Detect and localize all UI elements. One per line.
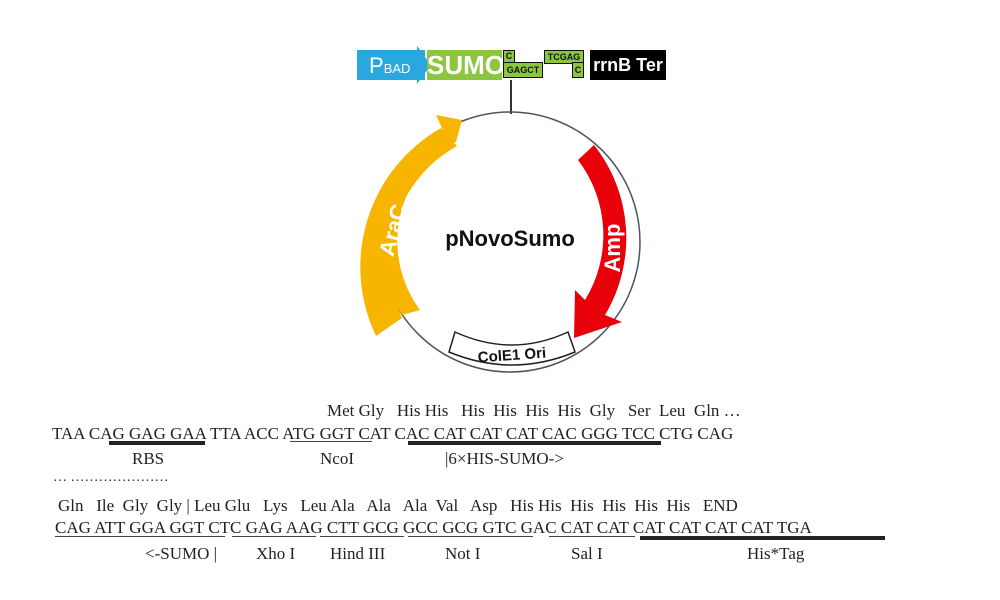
rbs-label: RBS [132,449,165,468]
ncoi-underline [290,441,372,443]
promoter-label: PBAD [369,53,411,78]
cole1-ori-box [448,330,576,366]
noti-label: Not I [445,544,481,563]
site-left-bottom: GAGCT [503,62,543,78]
xhoi-label: Xho I [256,544,296,563]
his-sumo-label: |6×HIS-SUMO-> [445,449,564,468]
amp-arrow-icon [574,145,627,338]
his-sumo-underline [408,441,661,445]
sali-underline [549,536,635,538]
hindiii-label: Hind III [330,544,386,563]
site-right-bottom: C [572,62,584,78]
ncoi-label: NcoI [320,449,354,468]
insertion-line [510,80,512,114]
hindiii-underline [320,536,404,538]
plasmid-name: pNovoSumo [445,226,575,251]
promoter-pbad: PBAD [357,50,425,80]
sumo-tag: SUMO [427,50,505,80]
sumo-end-label: <-SUMO | [145,544,218,563]
amp-label: Amp [600,224,625,273]
dna-row-1: TAA CAG GAG GAA TTA ACC ATG GGT CAT CAC … [52,424,734,443]
rbs-underline [109,441,205,445]
histag-label: His*Tag [747,544,805,563]
aa-row-2: Gln Ile Gly Gly | Leu Glu Lys Leu Ala Al… [58,496,738,515]
sumo-end-underline [55,536,225,538]
dna-row-2: CAG ATT GGA GGT CTC GAG AAG CTT GCG GCC … [55,518,812,537]
terminator-rrnb: rrnB Ter [590,50,666,80]
ellipsis: … ………………… [53,470,169,485]
aa-row-1: Met Gly His His His His His His Gly Ser … [327,401,741,420]
sali-label: Sal I [571,544,603,563]
ori-label: ColE1 Ori [477,345,546,367]
site-right-top: TCGAG [544,50,584,64]
histag-underline [640,536,885,540]
noti-underline [408,536,533,538]
xhoi-underline [232,536,316,538]
